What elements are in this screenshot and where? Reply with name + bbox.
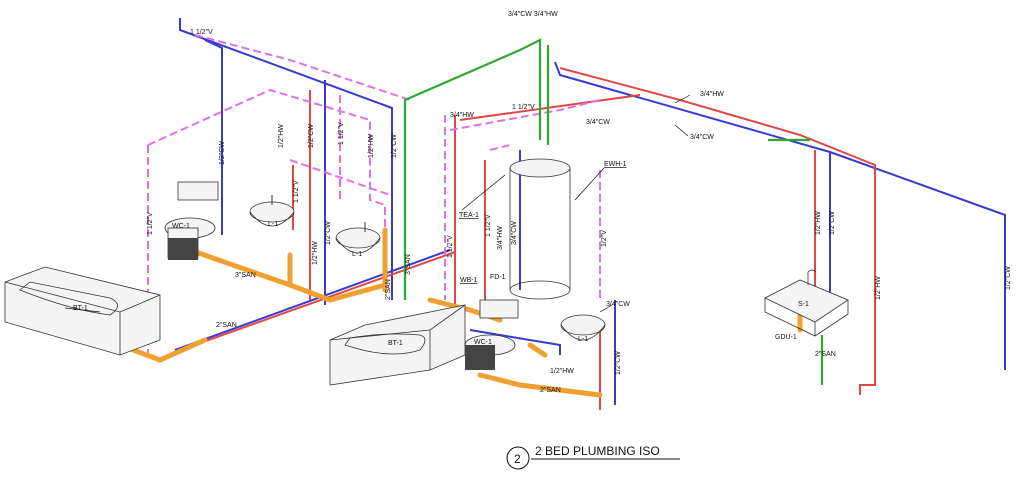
green-riser-piping xyxy=(403,38,824,385)
pipe-label: 3/4"CW xyxy=(586,119,610,126)
fixture-tags: BT-1 WC-1 L-1 L-1 BT-1 WC-1 L-1 TEA-1 EW… xyxy=(73,161,809,347)
pipe-label: 3/4"HW xyxy=(497,226,504,250)
pipe-label: 1 1/2"V xyxy=(190,29,213,36)
tag-bt1-left: BT-1 xyxy=(73,305,88,312)
pipe-label: 1 1/2"V xyxy=(512,104,535,111)
pipe-label: 1/2"CW xyxy=(219,141,226,165)
tag-l1-a: L-1 xyxy=(268,221,278,228)
leader-lines xyxy=(461,94,691,313)
pipe-label: 1/2"CW xyxy=(391,134,398,158)
water-heater xyxy=(509,158,571,300)
pipe-label: 1 1/2"V xyxy=(293,180,300,203)
pipe-label: 1 1/2"V xyxy=(485,214,492,237)
pipe-label: 3"SAN xyxy=(405,254,412,275)
tag-gdu1: GDU-1 xyxy=(775,334,797,341)
pipe-label: 1 1/2"V xyxy=(338,122,345,145)
pipe-label: 1/2"HW xyxy=(815,211,822,235)
pipe-label: 3/4"CW 3/4"HW xyxy=(508,11,558,18)
tag-ewh1: EWH-1 xyxy=(604,161,627,168)
pipe-label: 1/2"HW xyxy=(278,124,285,148)
pipe-label: 2"SAN xyxy=(385,279,392,300)
pipe-label: 1/2"CW xyxy=(308,124,315,148)
tag-s1: S-1 xyxy=(798,301,809,308)
pipe-label: 1/2"HW xyxy=(312,241,319,265)
pipe-label: 1/2"HW xyxy=(368,134,375,158)
pipe-label: 2"SAN xyxy=(216,322,237,329)
tag-tea1: TEA-1 xyxy=(459,212,479,219)
pipe-label: 3/4"CW xyxy=(606,301,630,308)
pipe-label: 3/4"HW xyxy=(450,112,474,119)
lavatory-left xyxy=(249,195,295,227)
tag-wc1-left: WC-1 xyxy=(172,223,190,230)
pipe-label: 1/2"HW xyxy=(875,276,882,300)
pipe-label: 1/2"HW xyxy=(550,368,574,375)
lavatory-middle xyxy=(335,222,381,254)
lavatory-center xyxy=(560,314,606,341)
drawing-title-block: 2 2 BED PLUMBING ISO xyxy=(506,444,680,470)
pipe-label: 1 1/2"V xyxy=(447,235,454,258)
drawing-title: 2 BED PLUMBING ISO xyxy=(535,444,660,458)
pipe-label: 1 1/2"V xyxy=(147,212,154,235)
pipe-label: 3/4"CW xyxy=(511,221,518,245)
drawing-number: 2 xyxy=(514,452,521,466)
pipe-label: 1/2"CW xyxy=(1005,266,1012,290)
pipe-label: 2"SAN xyxy=(540,387,561,394)
kitchen-sink xyxy=(764,269,849,337)
tag-bt1-center: BT-1 xyxy=(388,340,403,347)
toilet-left xyxy=(164,181,219,260)
vent-piping xyxy=(147,34,601,355)
tag-l1-b: L-1 xyxy=(352,251,362,258)
pipe-labels: 1 1/2"V 3/4"CW 3/4"HW 3/4"HW 3/4"CW 3/4"… xyxy=(147,11,1012,394)
pipe-label: 3/4"HW xyxy=(700,91,724,98)
bathtub-left xyxy=(4,266,161,356)
pipe-label: 1/2"CW xyxy=(615,351,622,375)
pipe-label: 1/2"V xyxy=(601,230,608,247)
pipe-label: 1/2"CW xyxy=(325,221,332,245)
tag-fd1: FD-1 xyxy=(490,274,506,281)
toilet-center xyxy=(464,299,519,370)
pipe-label: 2"SAN xyxy=(815,351,836,358)
tag-l1-center: L-1 xyxy=(578,336,588,343)
pipe-label: 3"SAN xyxy=(235,272,256,279)
tag-wc1-center: WC-1 xyxy=(474,339,492,346)
tag-wb1: WB-1 xyxy=(460,277,478,284)
pipe-label: 3/4"CW xyxy=(690,134,714,141)
pipe-label: 1/2"CW xyxy=(829,211,836,235)
hot-water-piping xyxy=(174,67,876,410)
